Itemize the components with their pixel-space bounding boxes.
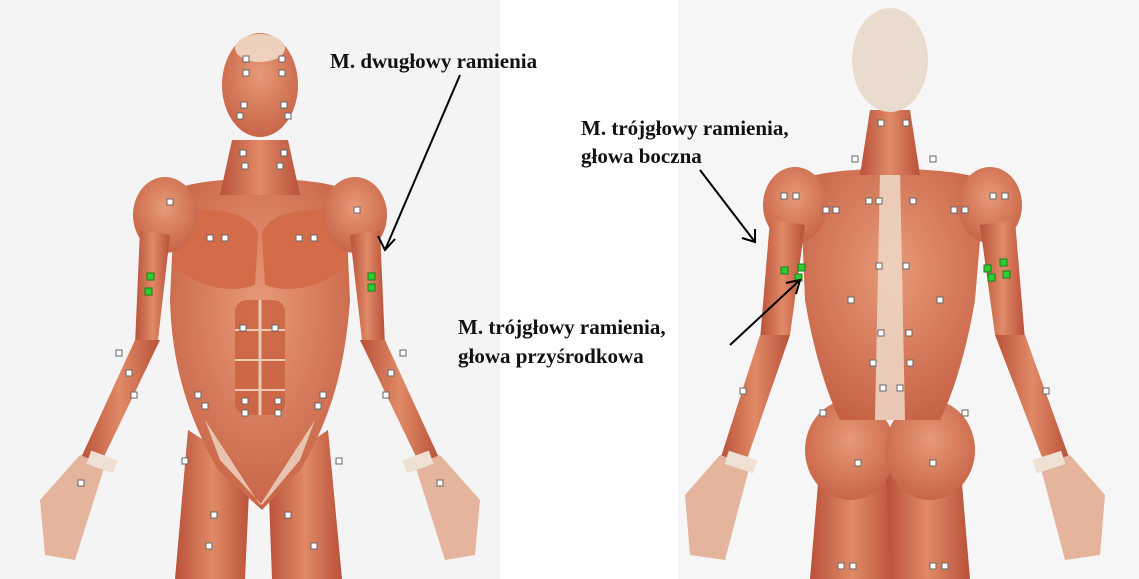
triceps-lateral-label-line1: M. trójgłowy ramienia, [581, 115, 789, 141]
anterior-muscle-figure [40, 33, 480, 579]
biceps-arrow [385, 75, 460, 250]
triceps-medial-label-line1: M. trójgłowy ramienia, [458, 314, 666, 340]
biceps-label: M. dwugłowy ramienia [330, 48, 537, 74]
triceps-medial-label-line2: głowa przyśrodkowa [458, 343, 644, 369]
triceps-lateral-label-line2: głowa boczna [581, 143, 702, 169]
posterior-muscle-figure [685, 8, 1105, 579]
triceps-lateral-arrow [700, 170, 755, 242]
